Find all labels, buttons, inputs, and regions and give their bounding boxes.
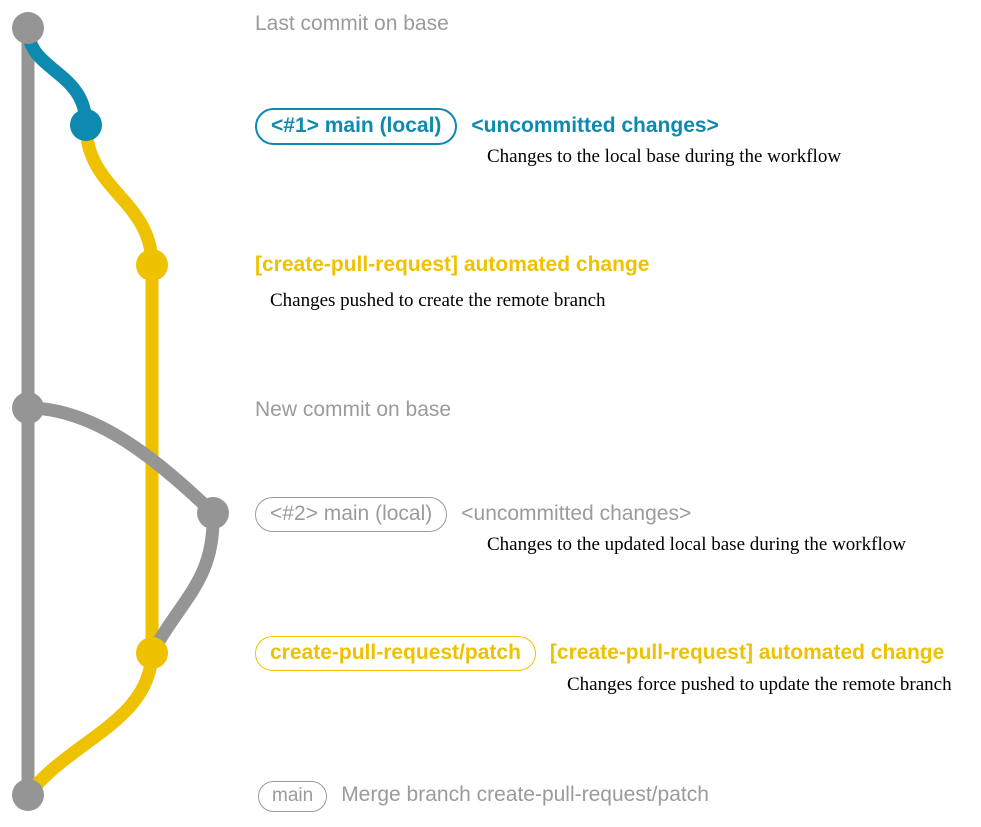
heading-new-commit-on-base: New commit on base (255, 398, 452, 421)
lane-patch-into-base (21, 646, 159, 802)
lane-local-1-branch (21, 21, 93, 132)
lane-local-2-into-patch (145, 506, 220, 660)
commit-node-patch-2[interactable] (136, 637, 168, 669)
commit-node-patch-1[interactable] (136, 249, 168, 281)
commit-description-4: Changes force pushed to update the remot… (567, 674, 952, 695)
commit-row-automated-change-2: create-pull-request/patch [create-pull-r… (255, 636, 945, 672)
commit-row-automated-change-1: [create-pull-request] automated change (255, 253, 649, 276)
commit-description-2: Changes pushed to create the remote bran… (270, 290, 606, 311)
commit-node-local-2[interactable] (197, 497, 229, 529)
commit-node-base-new[interactable] (12, 392, 44, 424)
commit-subject-automated-change-1: [create-pull-request] automated change (255, 253, 650, 276)
commit-description-1: Changes to the local base during the wor… (487, 146, 842, 167)
lane-local-2-branch (21, 401, 220, 520)
commit-row-uncommitted-changes-1: <#1> main (local) <uncommitted changes> (255, 108, 719, 146)
commit-subject-uncommitted-changes-1: <uncommitted changes> (471, 114, 719, 137)
commit-row-merge-commit: main Merge branch create-pull-request/pa… (258, 781, 709, 812)
commit-subject-uncommitted-changes-2: <uncommitted changes> (461, 502, 692, 525)
ref-badge-main-local-1[interactable]: <#1> main (local) (255, 108, 458, 146)
ref-badge-main[interactable]: main (258, 781, 328, 812)
commit-node-base-last[interactable] (12, 12, 44, 44)
lane-patch-branch-from-local-1 (79, 118, 159, 272)
commit-subject-automated-change-2: [create-pull-request] automated change (549, 641, 945, 664)
commit-subject-merge-commit: Merge branch create-pull-request/patch (341, 783, 709, 806)
ref-badge-create-pull-request-patch[interactable]: create-pull-request/patch (255, 636, 536, 672)
commit-row-uncommitted-changes-2: <#2> main (local) <uncommitted changes> (255, 497, 692, 533)
heading-last-commit-on-base: Last commit on base (255, 12, 449, 35)
ref-badge-main-local-2[interactable]: <#2> main (local) (255, 497, 448, 533)
commit-node-local-1[interactable] (70, 109, 102, 141)
commit-description-3: Changes to the updated local base during… (487, 534, 906, 555)
commit-node-base-merge[interactable] (12, 779, 44, 811)
